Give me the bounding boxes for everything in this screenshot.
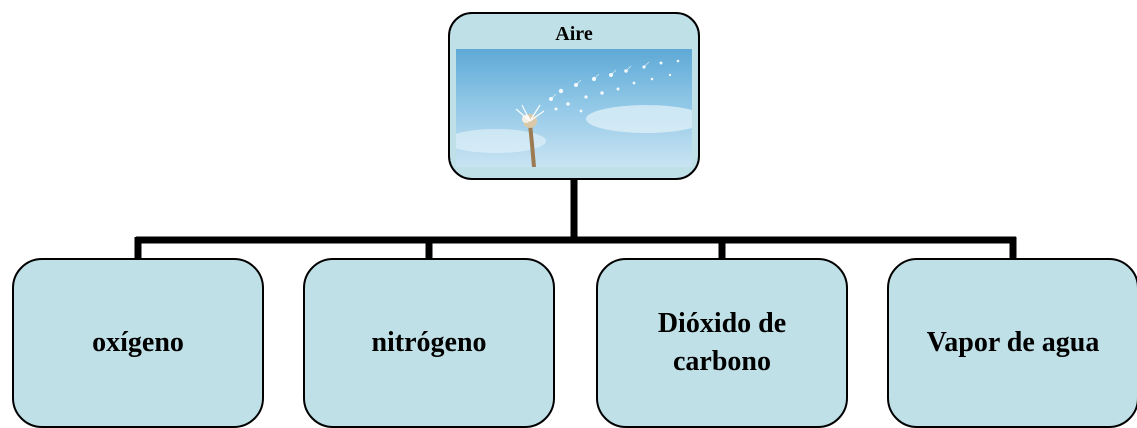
child-label: Vapor de agua bbox=[926, 327, 1100, 358]
child-node-oxigeno: oxígeno bbox=[12, 258, 264, 428]
connector-lines bbox=[134, 180, 1017, 259]
root-node-aire: Aire bbox=[448, 12, 700, 180]
dandelion-icon bbox=[456, 59, 692, 167]
child-label: oxígeno bbox=[92, 327, 184, 358]
child-label: nitrógeno bbox=[371, 327, 487, 358]
child-node-nitrogeno: nitrógeno bbox=[303, 258, 555, 428]
child-node-dioxido-de-carbono: Dióxido de carbono bbox=[596, 258, 848, 428]
dandelion-photo bbox=[456, 49, 692, 167]
child-node-vapor-de-agua: Vapor de agua bbox=[887, 258, 1137, 428]
child-label: Dióxido de carbono bbox=[657, 308, 787, 377]
root-title: Aire bbox=[555, 23, 593, 45]
